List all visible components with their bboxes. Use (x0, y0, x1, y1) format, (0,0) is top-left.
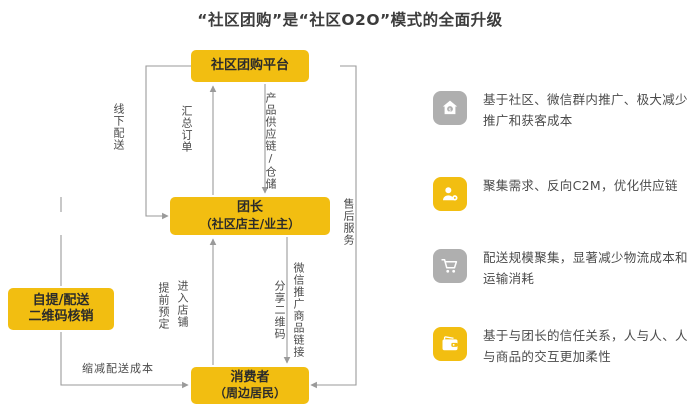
arrow-reduce-cost (60, 332, 189, 389)
feature-text-2: 配送规模聚集，显著减少物流成本和运输消耗 (483, 250, 688, 286)
node-pickup-line1: 自提/配送 (32, 292, 90, 308)
node-community-group-buying-platform[interactable]: 社区团购平台 (191, 50, 309, 82)
feature-text-3: 基于与团长的信任关系，人与人、人与商品的交互更加柔性 (483, 328, 688, 364)
edge-label-wechat-promote: 微信推广商品链接 (292, 262, 305, 358)
shopping-cart-icon (433, 249, 467, 283)
feature-text-1: 聚集需求、反向C2M，优化供应链 (483, 178, 678, 193)
page-title: “社区团购”是“社区O2O”模式的全面升级 (197, 11, 503, 29)
edge-label-reduce-cost: 缩减配送成本 (82, 362, 154, 375)
node-group-leader[interactable]: 团长 （社区店主/业主） (170, 197, 330, 235)
node-platform-line1: 社区团购平台 (210, 57, 289, 73)
edge-label-prebook: 提前预定 (157, 282, 170, 330)
node-leader-line2: （社区店主/业主） (199, 216, 301, 231)
edge-label-enter-store: 进入店铺 (176, 280, 189, 328)
node-consumer-line2: （周边居民） (213, 386, 286, 401)
user-gear-icon (433, 177, 467, 211)
house-dollar-icon: $ (433, 91, 467, 125)
feature-item-trust-relationship: 基于与团长的信任关系，人与人、人与商品的交互更加柔性 (433, 326, 695, 367)
node-leader-line1: 团长 (236, 200, 263, 216)
feature-text-0: 基于社区、微信群内推广、极大减少推广和获客成本 (483, 92, 688, 128)
node-consumer-line1: 消费者 (230, 369, 270, 385)
feature-item-demand-aggregation: 聚集需求、反向C2M，优化供应链 (433, 176, 695, 211)
edge-label-summarize-orders: 汇总订单 (180, 105, 193, 153)
arrow-offline-delivery (145, 65, 191, 220)
edge-label-after-sales: 售后服务 (342, 198, 355, 246)
edge-label-supply-chain: 产品供应链/仓储 (264, 92, 277, 190)
node-pickup-qrcode[interactable]: 自提/配送 二维码核销 (8, 288, 114, 330)
node-consumer[interactable]: 消费者 （周边居民） (191, 367, 309, 404)
svg-text:$: $ (448, 107, 451, 113)
node-pickup-line2: 二维码核销 (28, 309, 94, 324)
wallet-icon (433, 327, 467, 361)
feature-item-logistics-cost: 配送规模聚集，显著减少物流成本和运输消耗 (433, 248, 695, 289)
feature-item-promotion-cost: $ 基于社区、微信群内推广、极大减少推广和获客成本 (433, 90, 695, 131)
arrow-after-sales (310, 65, 357, 389)
edge-label-offline-delivery: 线下配送 (112, 103, 125, 151)
edge-label-share-qrcode: 分享二维码 (273, 280, 286, 340)
